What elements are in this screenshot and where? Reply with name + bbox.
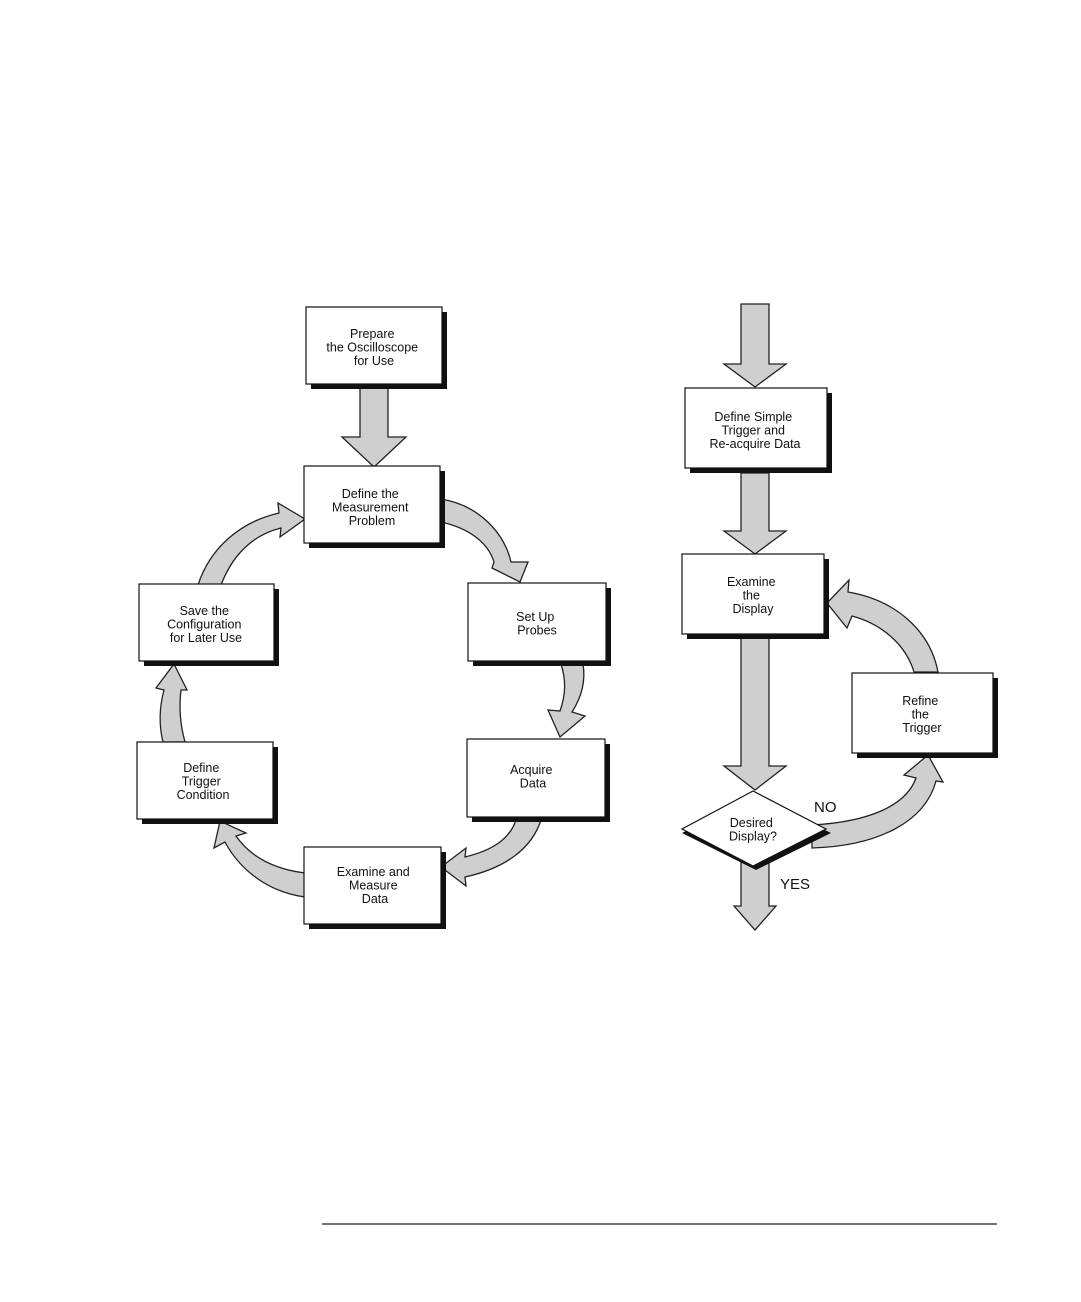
box-refine-trigger: Refine the Trigger — [852, 673, 998, 758]
yes-label: YES — [780, 876, 810, 893]
arrow-refine-to-examine — [827, 580, 938, 672]
arrow-acquire-to-examine — [441, 820, 541, 886]
arrow-yes-exit — [734, 862, 776, 930]
svg-text:Define Trigger Con: Define Trigger Condition — [177, 761, 230, 802]
box-acquire-data: Acquire Data — [467, 739, 610, 822]
arrow-simple-to-examine — [724, 473, 786, 554]
arrow-examine-to-trigger — [214, 821, 305, 897]
arrow-trigger-to-save — [156, 664, 187, 742]
box-set-up-probes: Set Up Probes — [468, 583, 611, 666]
arrow-save-to-define — [198, 503, 305, 585]
decision-desired-display: Desired Display? — [682, 791, 831, 870]
box-prepare-oscilloscope: Prepare the Oscilloscope for Use — [306, 307, 447, 389]
no-label: NO — [814, 799, 837, 816]
arrow-examine-to-decision — [724, 637, 786, 790]
arrow-probes-to-acquire — [548, 664, 585, 737]
arrow-define-to-probes — [441, 499, 528, 582]
box-save-configuration: Save the Configuration for Later Use — [139, 584, 279, 666]
box-define-simple-trigger: Define Simple Trigger and Re-acquire Dat… — [685, 388, 832, 473]
svg-text:Define Simple Trigger an: Define Simple Trigger and Re-acquire Dat… — [709, 410, 800, 451]
arrow-entry-to-simple-trigger — [724, 304, 786, 387]
box-define-measurement-problem: Define the Measurement Problem — [304, 466, 445, 548]
svg-text:Desired Display?: Desired Display? — [729, 816, 777, 844]
svg-text:Set Up Probes: Set Up Probes — [516, 610, 558, 638]
box-examine-display: Examine the Display — [682, 554, 829, 639]
box-define-trigger-condition: Define Trigger Condition — [137, 742, 278, 824]
arrow-prepare-to-define — [342, 386, 406, 467]
box-examine-measure-data: Examine and Measure Data — [304, 847, 446, 929]
